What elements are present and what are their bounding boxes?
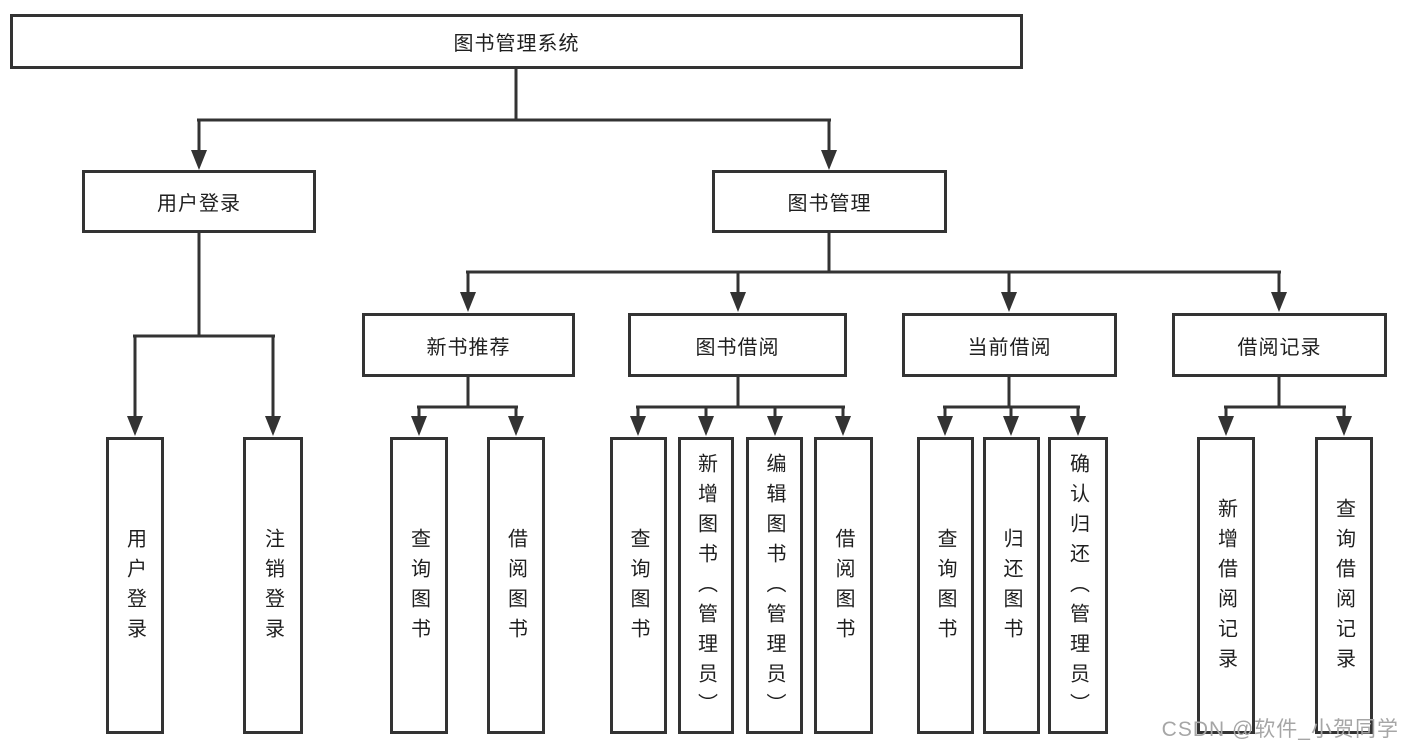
connector-user-login-children — [127, 233, 281, 436]
leaf-add-books-admin: 新增图书（管理员） — [678, 437, 734, 734]
connector-root-to-level2 — [191, 68, 837, 170]
arrowhead-icon — [1001, 292, 1017, 312]
leaf-confirm-return-admin: 确认归还（管理员） — [1048, 437, 1108, 734]
connector-borrowing-records-children — [1218, 377, 1352, 436]
arrowhead-icon — [460, 292, 476, 312]
arrowhead-icon — [1218, 416, 1234, 436]
connector-book-management-children — [460, 233, 1287, 312]
arrowhead-icon — [698, 416, 714, 436]
leaf-user-login: 用户登录 — [106, 437, 164, 734]
node-new-book-recommend: 新书推荐 — [362, 313, 575, 377]
arrowhead-icon — [1070, 416, 1086, 436]
leaf-query-borrow-record: 查询借阅记录 — [1315, 437, 1373, 734]
arrowhead-icon — [835, 416, 851, 436]
arrowhead-icon — [1003, 416, 1019, 436]
arrowhead-icon — [191, 150, 207, 170]
arrowhead-icon — [127, 416, 143, 436]
node-book-borrowing: 图书借阅 — [628, 313, 847, 377]
leaf-query-books-borrowing: 查询图书 — [610, 437, 667, 734]
arrowhead-icon — [1336, 416, 1352, 436]
arrowhead-icon — [265, 416, 281, 436]
leaf-logout-login: 注销登录 — [243, 437, 303, 734]
csdn-watermark: CSDN @软件_小贺同学 — [1161, 718, 1399, 741]
arrowhead-icon — [411, 416, 427, 436]
connector-book-borrowing-children — [630, 377, 851, 436]
connector-current-borrowing-children — [937, 377, 1086, 436]
leaf-query-books-current: 查询图书 — [917, 437, 974, 734]
arrowhead-icon — [730, 292, 746, 312]
connector-new-book-recommend-children — [411, 377, 524, 436]
leaf-borrow-books-recommend: 借阅图书 — [487, 437, 545, 734]
leaf-borrow-books-borrowing: 借阅图书 — [814, 437, 873, 734]
leaf-edit-books-admin: 编辑图书（管理员） — [746, 437, 803, 734]
node-book-management: 图书管理 — [712, 170, 947, 233]
arrowhead-icon — [767, 416, 783, 436]
arrowhead-icon — [630, 416, 646, 436]
leaf-return-books: 归还图书 — [983, 437, 1040, 734]
node-user-login: 用户登录 — [82, 170, 316, 233]
arrowhead-icon — [508, 416, 524, 436]
node-library-management-system: 图书管理系统 — [10, 14, 1023, 69]
arrowhead-icon — [821, 150, 837, 170]
node-current-borrowing: 当前借阅 — [902, 313, 1117, 377]
node-borrowing-records: 借阅记录 — [1172, 313, 1387, 377]
arrowhead-icon — [937, 416, 953, 436]
arrowhead-icon — [1271, 292, 1287, 312]
leaf-query-books-recommend: 查询图书 — [390, 437, 448, 734]
leaf-add-borrow-record: 新增借阅记录 — [1197, 437, 1255, 734]
